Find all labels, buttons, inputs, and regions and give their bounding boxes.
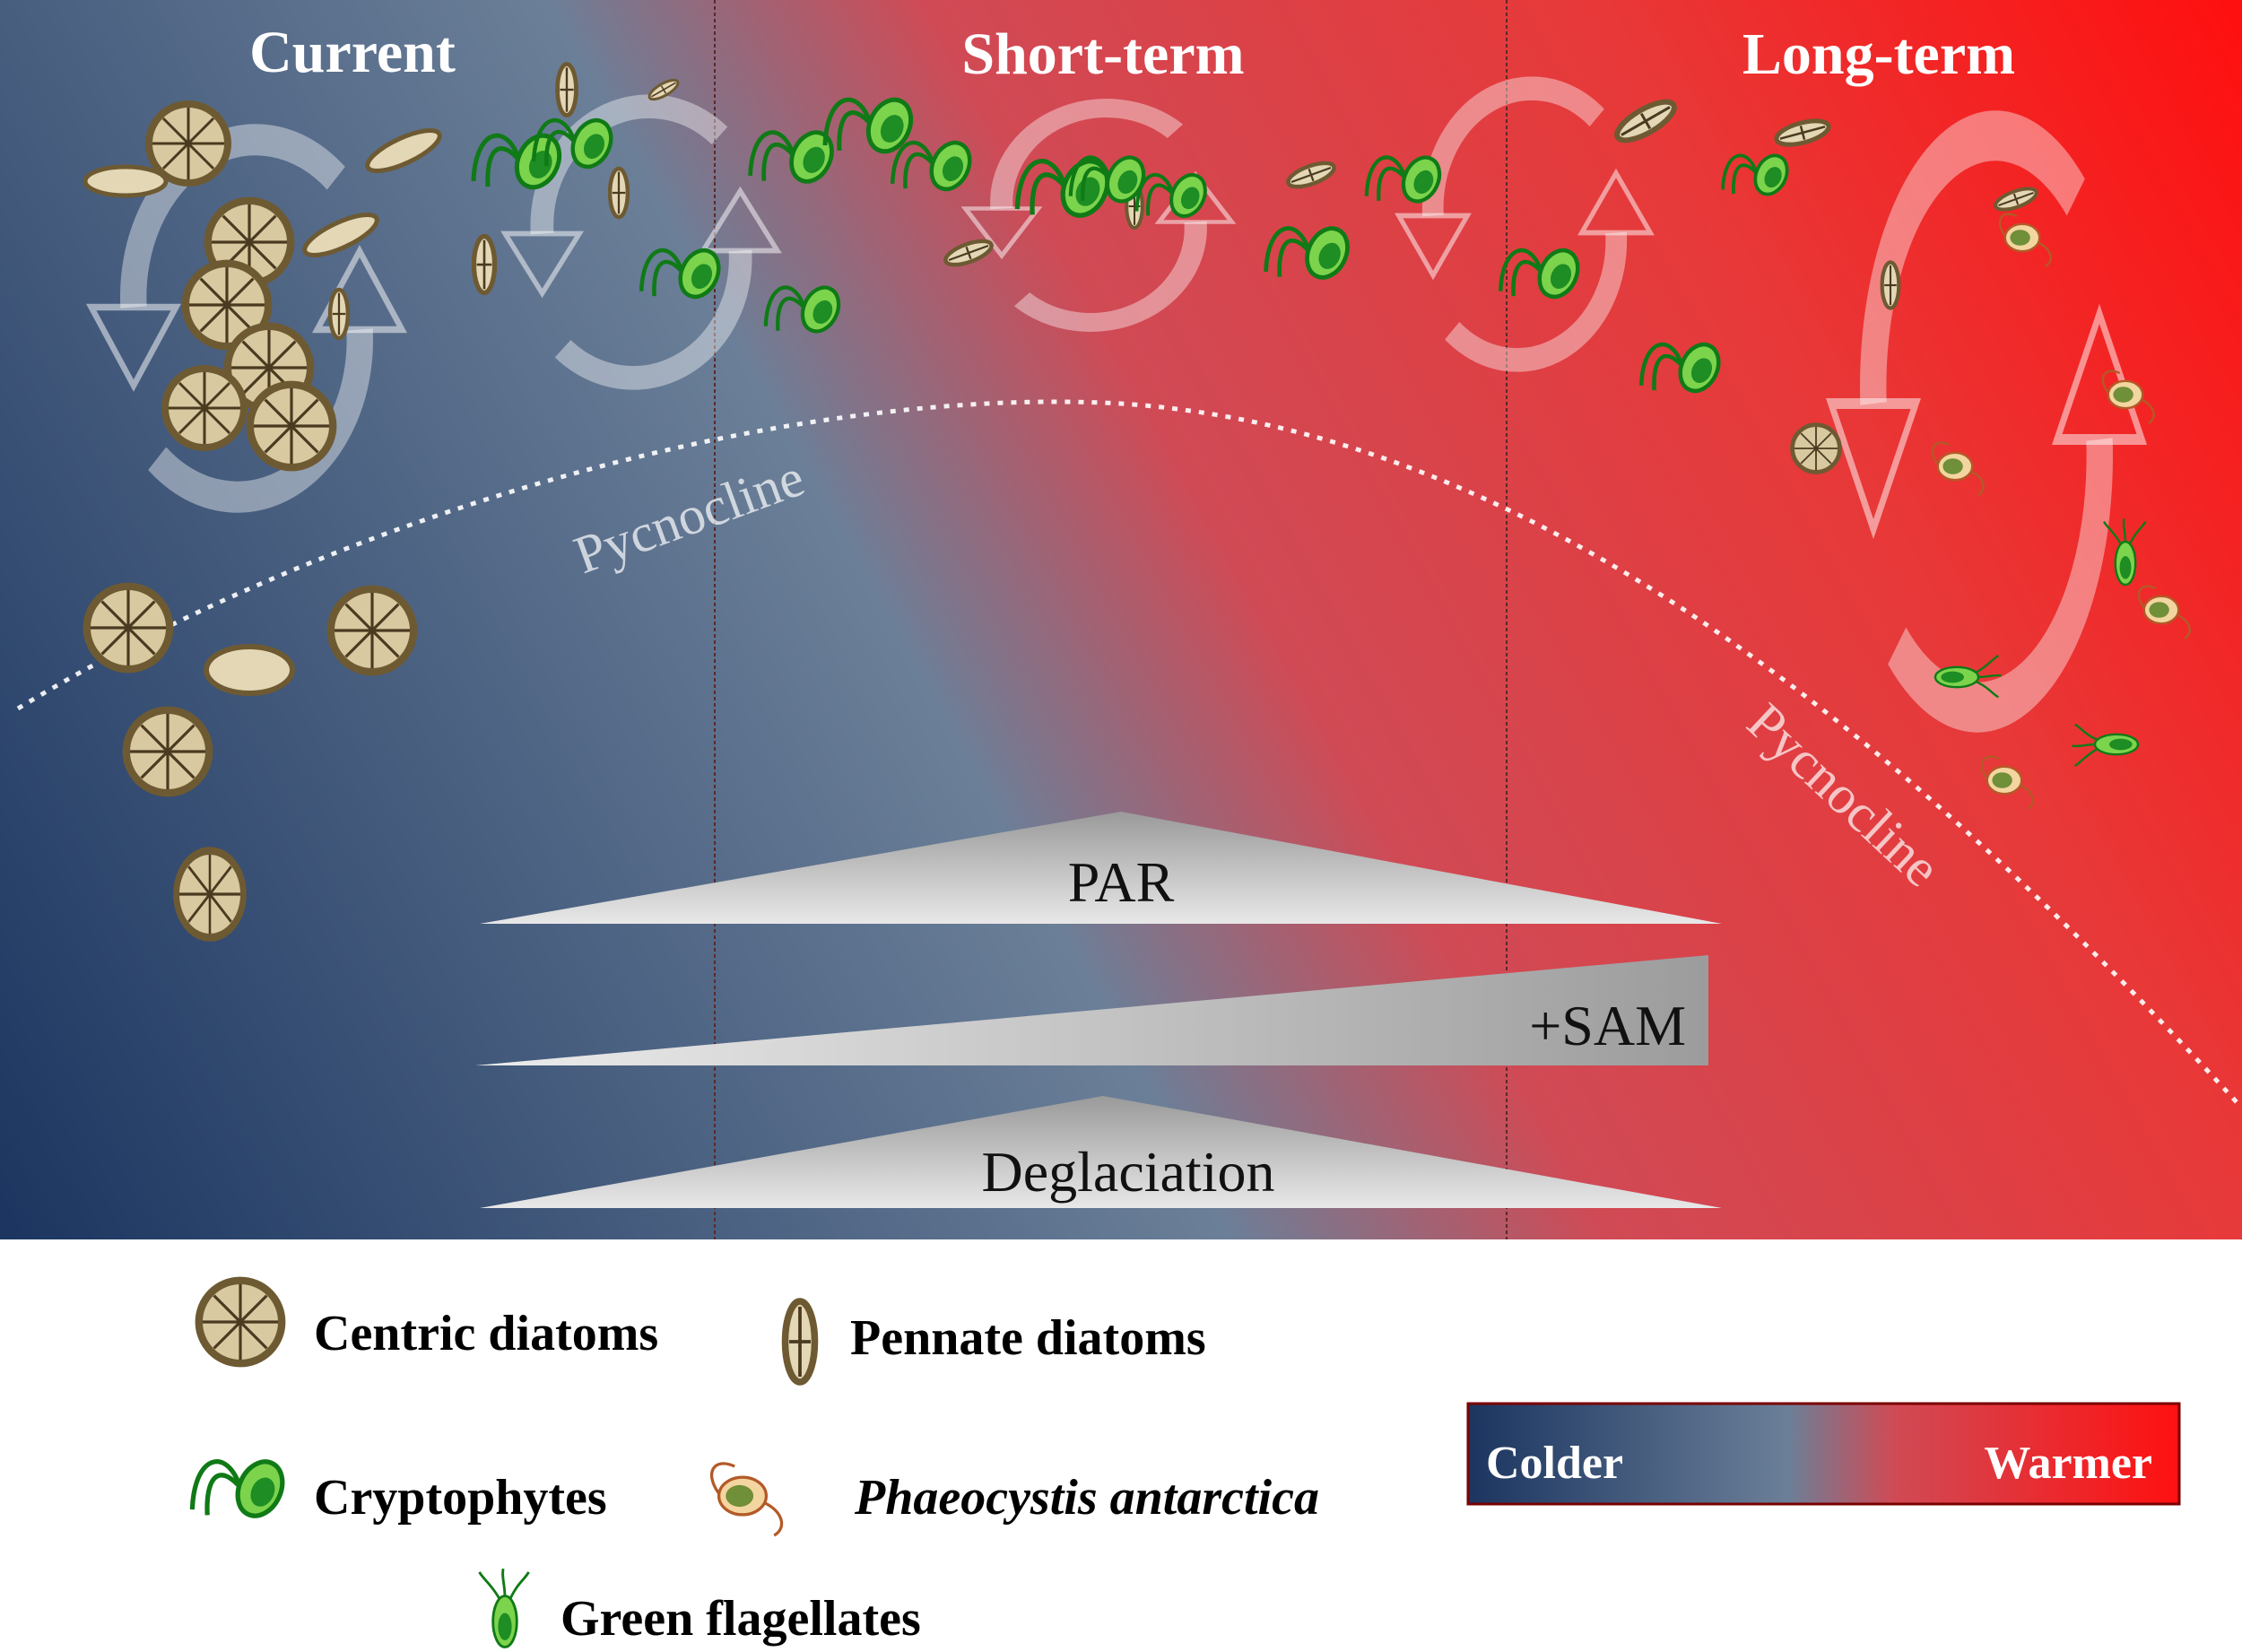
legend-item-pennate-diatoms: Pennate diatoms (786, 1301, 1206, 1382)
legend-label-phaeocystis: Phaeocystis antarctica (854, 1470, 1319, 1526)
legend-item-centric-diatoms: Centric diatoms (199, 1281, 658, 1363)
period-title-short-term: Short-term (961, 22, 1244, 87)
legend-label-centric: Centric diatoms (314, 1306, 658, 1361)
period-title-current: Current (249, 20, 456, 85)
scale-label-colder: Colder (1486, 1438, 1623, 1489)
deglaciation-wedge: Deglaciation (480, 1096, 1722, 1208)
pycnocline-line (16, 399, 2239, 1105)
par-wedge: PAR (480, 812, 1722, 924)
phaeocystis-icon (709, 1462, 784, 1537)
legend: Centric diatoms Pennate diatoms Cryptoph… (192, 1281, 1319, 1648)
sam-label: +SAM (1529, 994, 1686, 1057)
legend-item-cryptophytes: Cryptophytes (192, 1455, 607, 1526)
legend-item-green-flagellates: Green flagellates (478, 1567, 921, 1648)
scale-label-warmer: Warmer (1984, 1438, 2152, 1489)
sam-wedge: +SAM (475, 955, 1708, 1065)
centric-diatom-icon (199, 1281, 282, 1363)
legend-item-phaeocystis: Phaeocystis antarctica (709, 1462, 1319, 1537)
par-label: PAR (1068, 850, 1175, 914)
temperature-scale-bar: Colder Warmer (1466, 1402, 2181, 1506)
centric-diatom-cluster (83, 104, 1839, 937)
legend-label-cryptophytes: Cryptophytes (314, 1470, 607, 1526)
legend-label-pennate: Pennate diatoms (850, 1310, 1206, 1366)
cryptophyte-icon (192, 1455, 291, 1524)
pennate-diatom-icon (786, 1301, 815, 1382)
period-title-long-term: Long-term (1742, 22, 2015, 87)
green-flagellate-icon (478, 1567, 531, 1648)
legend-label-green-flagellates: Green flagellates (560, 1591, 921, 1647)
deglaciation-label: Deglaciation (982, 1140, 1275, 1204)
